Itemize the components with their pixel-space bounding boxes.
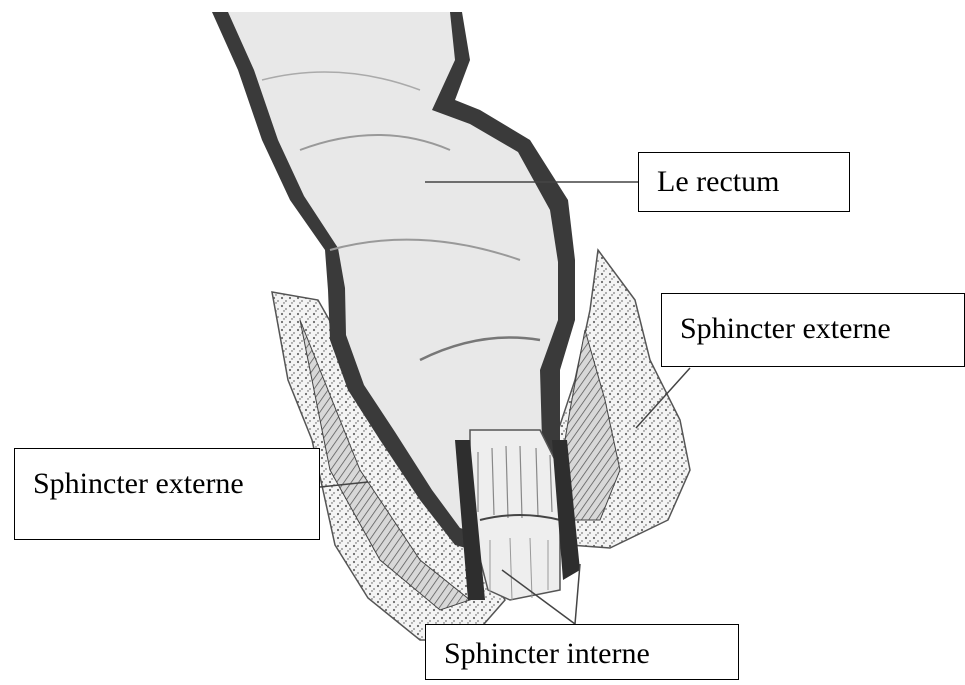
label-rectum: Le rectum: [638, 152, 850, 212]
label-internal-sphincter-text: Sphincter interne: [444, 637, 650, 671]
label-internal-sphincter: Sphincter interne: [425, 624, 739, 680]
label-rectum-text: Le rectum: [657, 165, 779, 199]
leader-int-right: [575, 564, 580, 624]
label-external-sphincter-right-text: Sphincter externe: [680, 312, 891, 346]
label-external-sphincter-left: Sphincter externe: [14, 448, 320, 540]
label-external-sphincter-right: Sphincter externe: [661, 293, 965, 367]
label-external-sphincter-left-text: Sphincter externe: [33, 467, 244, 501]
